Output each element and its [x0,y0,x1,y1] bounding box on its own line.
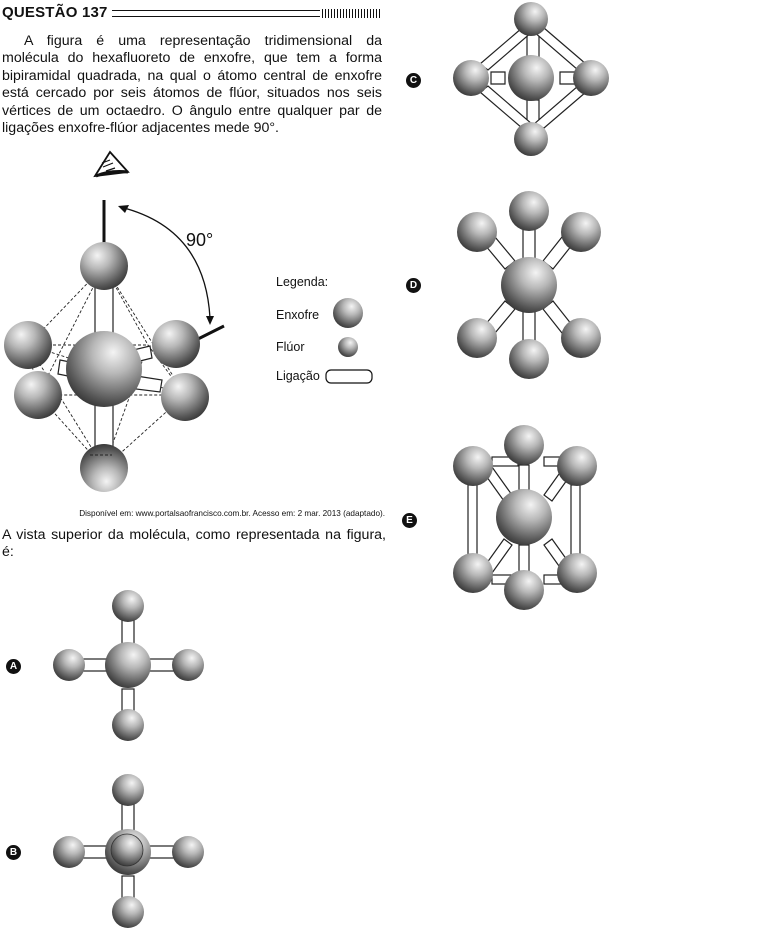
option-e-atom-bottom-right [557,553,597,593]
fluorine-atom-front-right [161,373,209,421]
header-rule [112,10,320,17]
option-b-figure[interactable] [45,772,215,937]
legend-fluorine-symbol [338,337,358,357]
option-c-figure[interactable] [445,0,615,160]
option-e-letter[interactable]: E [402,513,417,528]
legend-bond-symbol [325,369,373,384]
option-d-letter[interactable]: D [406,278,421,293]
option-d-atom-bottom [509,339,549,379]
fluorine-atom-back-right [152,320,200,368]
option-c-atom-center [508,55,554,101]
legend-symbols [325,298,373,384]
question-title: QUESTÃO 137 [2,4,108,21]
question-prompt: A vista superior da molécula, como repre… [2,527,386,561]
option-d-atom-top [509,191,549,231]
option-a-letter[interactable]: A [6,659,21,674]
option-e-atom-top-right [557,446,597,486]
fluorine-atom-top [80,242,128,290]
legend-sulfur-label: Enxofre [276,308,320,322]
option-e-figure[interactable] [440,415,620,625]
option-c-letter[interactable]: C [406,73,421,88]
legend-title: Legenda: [276,275,329,289]
option-c-atom-left [453,60,489,96]
option-a-atom-bottom [112,709,144,741]
option-d-atom-bottom-left [457,318,497,358]
option-a-atom-right [172,649,204,681]
angle-arrow [118,205,214,325]
option-b-atom-right [172,836,204,868]
option-b-atom-top [112,774,144,806]
option-b-atom-overlap [110,833,144,867]
option-a-figure[interactable] [45,585,215,750]
option-c-atom-top [514,2,548,36]
option-d-figure[interactable] [445,185,615,385]
option-c-atom-right [573,60,609,96]
fluorine-atom-front-left [14,371,62,419]
legend-fluorine-label: Flúor [276,340,305,354]
question-statement: A figura é uma representação tridimensio… [2,33,382,137]
figure-source: Disponível em: www.portalsaofrancisco.co… [79,509,385,518]
option-d-atom-top-right [561,212,601,252]
option-e-atom-center [496,489,552,545]
option-b-atom-left [53,836,85,868]
legend-bond-label: Ligação [276,369,320,383]
angle-label: 90° [186,230,213,250]
option-b-atom-bottom [112,896,144,928]
legend-sulfur-symbol [333,298,363,328]
option-a-atom-left [53,649,85,681]
sf6-3d-figure: 90° [4,150,225,492]
option-d-atom-bottom-right [561,318,601,358]
statement-text: A figura é uma representação tridimensio… [2,33,382,137]
fluorine-atom-bottom [80,444,128,492]
option-d-atom-center [501,257,557,313]
option-e-atom-top-left [453,446,493,486]
option-d-atom-top-left [457,212,497,252]
option-c-atom-bottom [514,122,548,156]
option-a-atom-top [112,590,144,622]
option-b-letter[interactable]: B [6,845,21,860]
option-e-atom-bottom-left [453,553,493,593]
fluorine-atom-back-left [4,321,52,369]
eye-icon [93,150,130,178]
header-hatch [322,9,382,18]
option-e-atom-top [504,425,544,465]
sulfur-atom-center [66,331,142,407]
option-a-atom-center [105,642,151,688]
option-e-atom-bottom [504,570,544,610]
question-header: QUESTÃO 137 [2,4,382,24]
